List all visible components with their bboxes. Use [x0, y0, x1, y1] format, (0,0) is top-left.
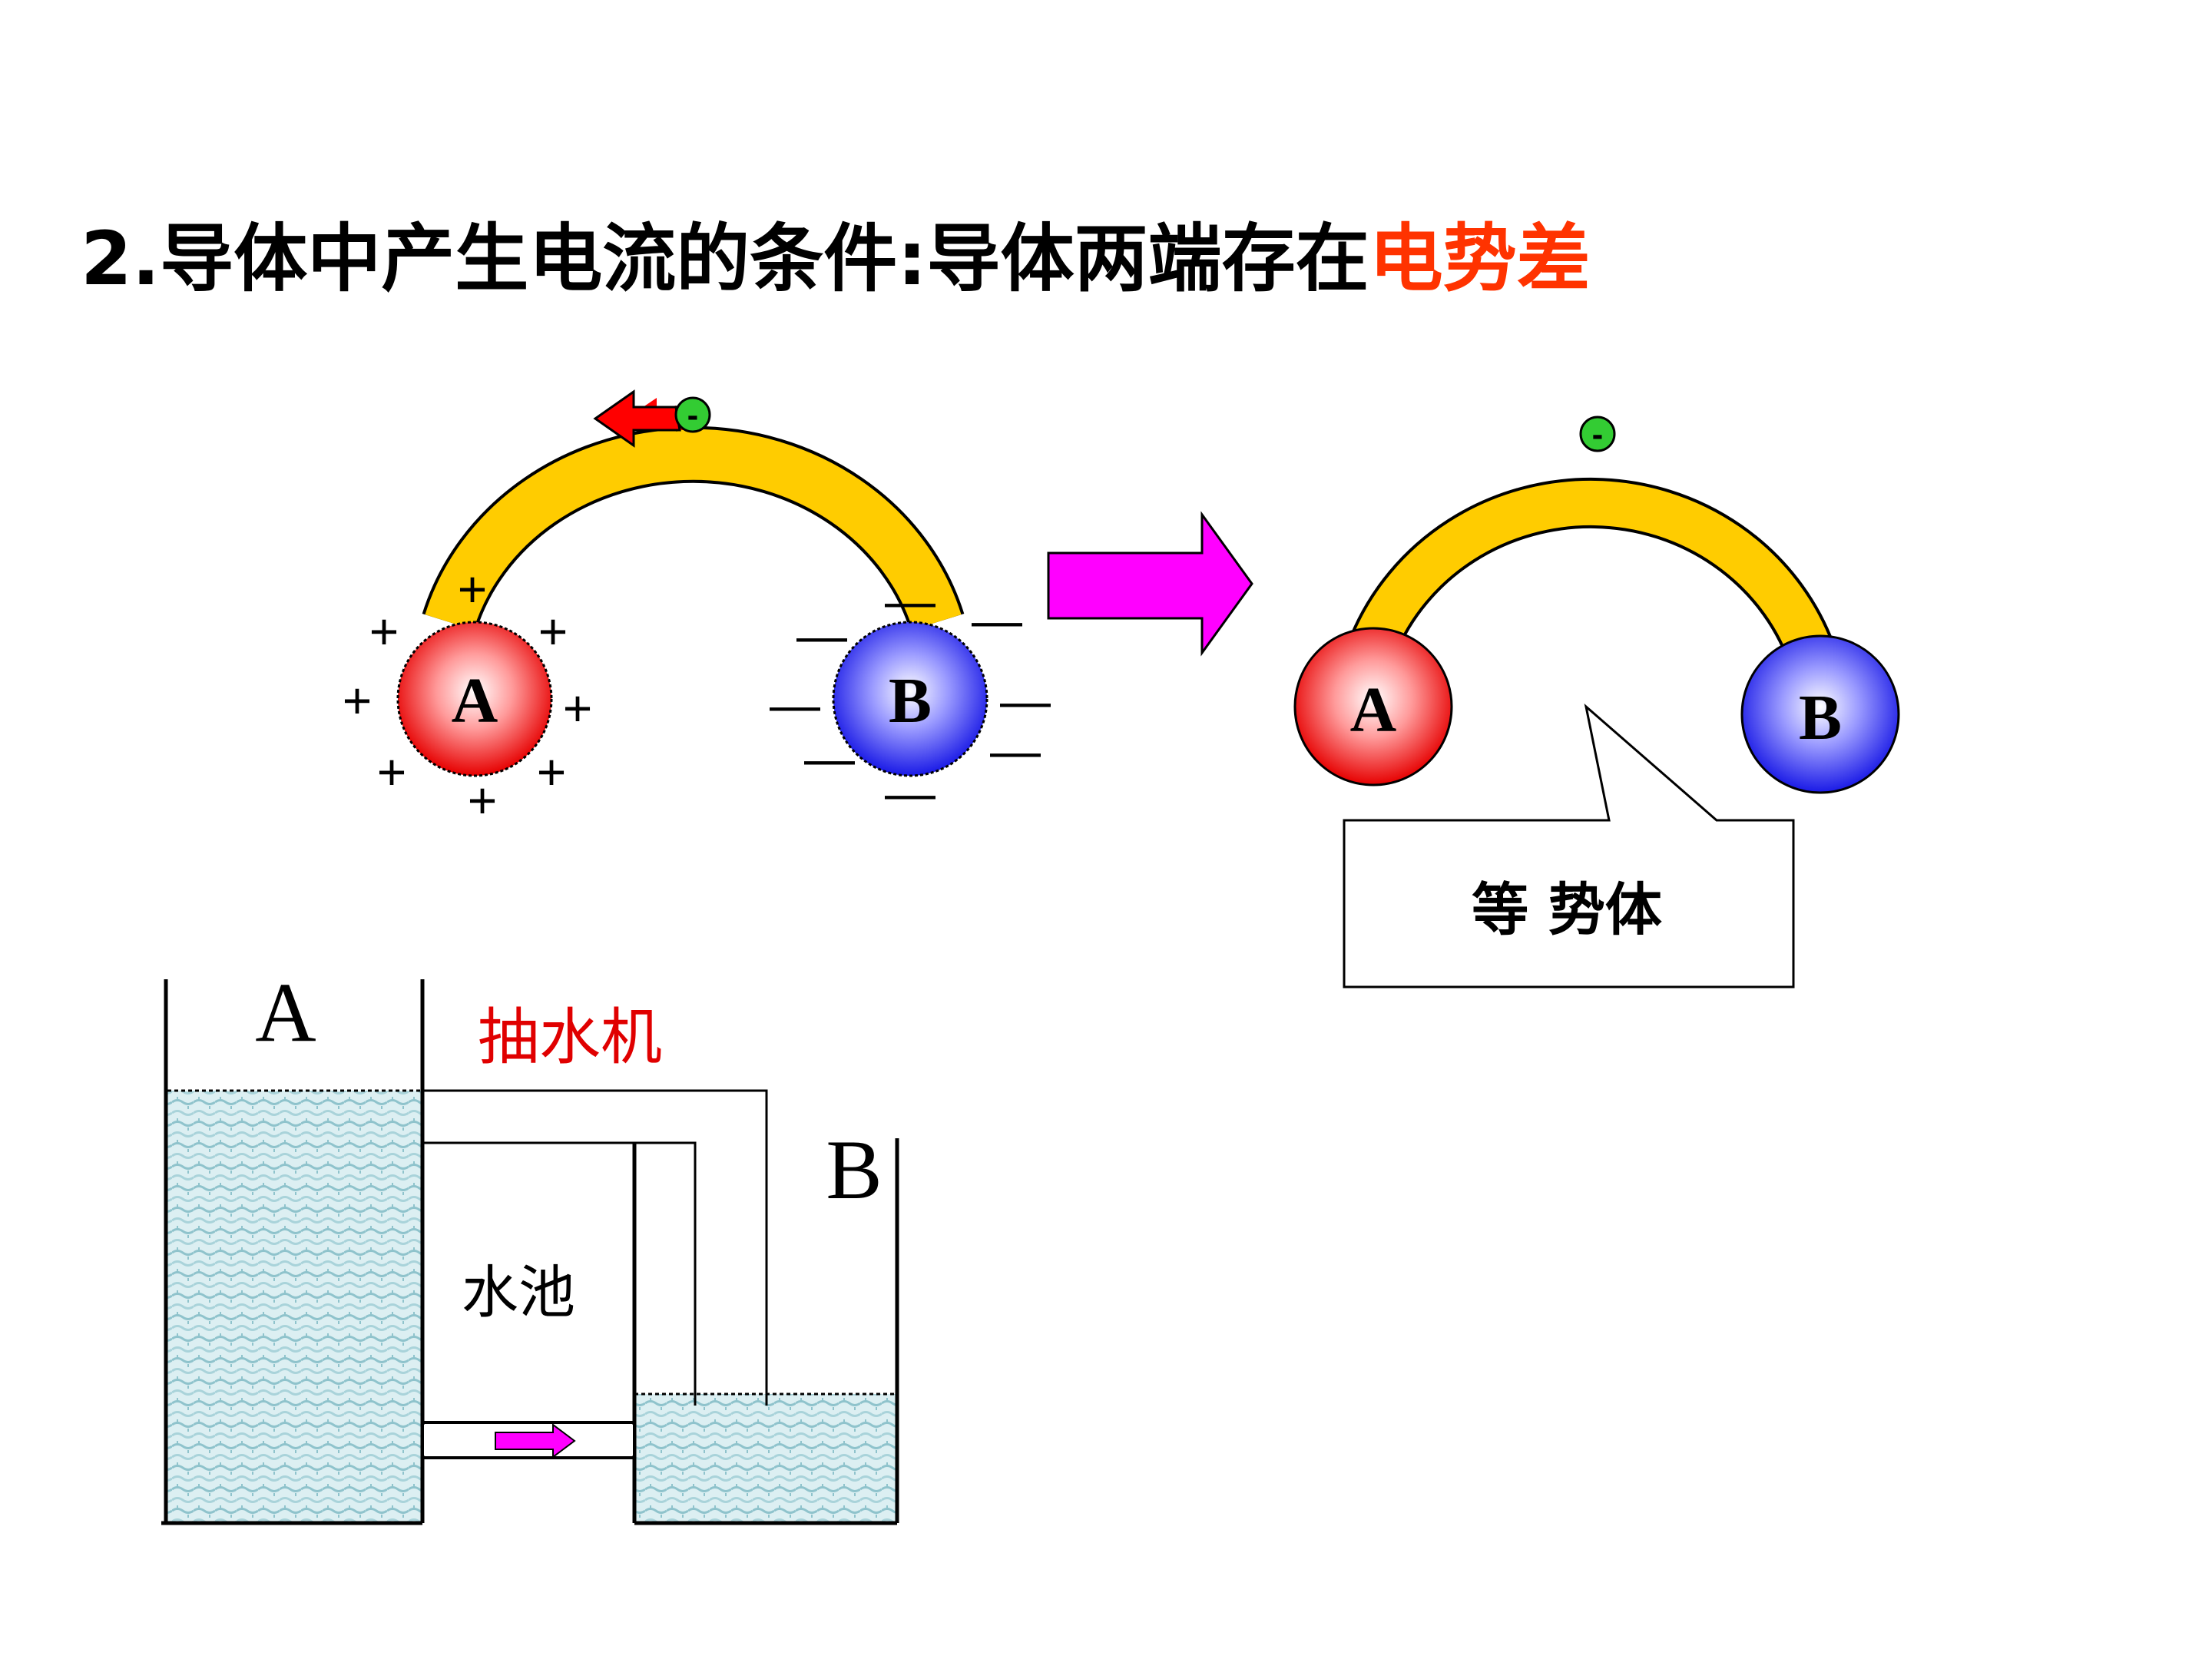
electron-right: -: [1579, 416, 1616, 453]
transition-arrow: [1047, 511, 1253, 657]
minus-sign: —: [770, 676, 820, 733]
sphere-a-label: A: [452, 665, 498, 737]
water-flow-arrow: [495, 1423, 576, 1459]
pump-pipe: [422, 1089, 768, 1406]
sphere-a-label: A: [1350, 674, 1397, 746]
plus-sign: +: [563, 680, 593, 737]
tank-b-label: B: [826, 1123, 882, 1217]
bottom-pipe: [422, 1421, 634, 1459]
callout-text: 等 势体: [1472, 877, 1662, 943]
minus-sign: —: [990, 722, 1041, 779]
right-diagram: - A B 等 势体: [1293, 416, 1900, 988]
sphere-b-label: B: [1799, 682, 1842, 753]
plus-sign: +: [458, 561, 488, 618]
sphere-a-left: A: [396, 621, 553, 777]
plus-sign: +: [343, 672, 373, 729]
tank-a-label: A: [255, 965, 316, 1059]
sphere-b-left: B: [832, 621, 988, 777]
sphere-b-label: B: [889, 665, 932, 737]
sphere-b-right: B: [1740, 634, 1900, 794]
page-title: 2.导体中产生电流的条件:导体两端存在电势差: [81, 216, 1591, 302]
minus-sign: —: [796, 607, 847, 664]
plus-sign: +: [537, 743, 567, 800]
electron-left: -: [674, 396, 711, 434]
tank-b-water: [634, 1394, 897, 1522]
tank-a: [161, 979, 425, 1525]
tank-a-water: [167, 1091, 421, 1522]
tank-b: [634, 1138, 899, 1525]
minus-sign: —: [885, 572, 935, 629]
title-prefix: 2.导体中产生电流的条件:导体两端存在: [81, 216, 1369, 302]
left-diagram: - A B + + + + + + + + — — — — —: [343, 389, 1051, 829]
svg-text:-: -: [687, 396, 699, 434]
plus-sign: +: [468, 772, 498, 829]
plus-sign: +: [377, 743, 407, 800]
pool-label: 水池: [462, 1260, 575, 1326]
water-analogy: A B 抽水机 水池: [161, 965, 899, 1525]
plus-sign: +: [538, 603, 568, 660]
minus-sign: —: [885, 764, 935, 821]
minus-sign: —: [1000, 672, 1051, 729]
title-highlight: 电势差: [1369, 216, 1591, 302]
plus-sign: +: [369, 603, 399, 660]
equipotential-callout: 等 势体: [1343, 703, 1795, 988]
pump-label: 抽水机: [478, 1002, 662, 1073]
positive-charges: + + + + + + + +: [343, 561, 593, 829]
minus-sign: —: [804, 730, 855, 786]
minus-sign: —: [972, 591, 1022, 648]
svg-text:-: -: [1592, 416, 1604, 453]
sphere-a-right: A: [1293, 627, 1453, 786]
negative-charges: — — — — — — — —: [770, 572, 1051, 821]
